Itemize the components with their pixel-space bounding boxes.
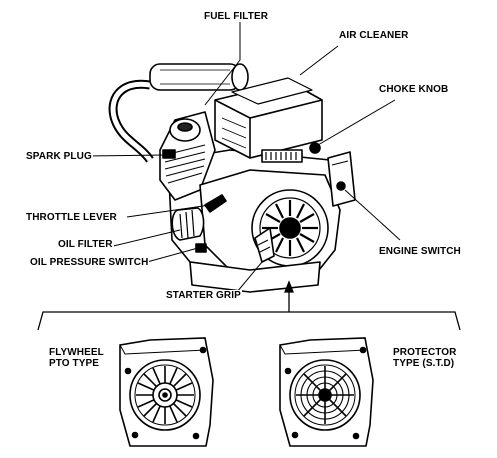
oil-pressure-switch-leader xyxy=(146,247,199,263)
protector-line1: PROTECTOR xyxy=(393,347,457,358)
choke-knob-label: CHOKE KNOB xyxy=(378,84,450,95)
starter-grip-label: STARTER GRIP xyxy=(165,290,242,301)
throttle-lever-leader xyxy=(126,204,211,218)
fuel-filter-label: FUEL FILTER xyxy=(203,11,270,22)
fuel-filter-leader xyxy=(204,22,241,106)
leader-lines xyxy=(84,22,401,293)
type-bracket xyxy=(37,280,461,331)
engine-switch-label: ENGINE SWITCH xyxy=(378,246,462,257)
protector-line2: TYPE (S.T.D) xyxy=(393,358,455,369)
air-cleaner-label: AIR CLEANER xyxy=(338,30,410,41)
oil-filter-leader xyxy=(104,229,181,249)
spark-plug-leader xyxy=(84,154,164,157)
throttle-lever-label: THROTTLE LEVER xyxy=(25,212,118,223)
engine-body xyxy=(108,63,356,293)
oil-filter-label: OIL FILTER xyxy=(57,239,114,250)
protector-type-label: PROTECTOR TYPE (S.T.D) xyxy=(392,347,458,369)
starter-grip-leader xyxy=(236,261,263,293)
flywheel-pto-cover xyxy=(119,337,214,447)
flywheel-pto-line2: PTO TYPE xyxy=(49,358,100,369)
protector-cover xyxy=(279,337,374,447)
engine-switch-leader xyxy=(344,189,401,241)
air-cleaner-leader xyxy=(299,45,339,76)
flywheel-pto-line1: FLYWHEEL xyxy=(49,347,104,358)
choke-knob-leader xyxy=(317,99,396,146)
spark-plug-label: SPARK PLUG xyxy=(25,151,93,162)
flywheel-pto-type-label: FLYWHEEL PTO TYPE xyxy=(48,347,105,369)
oil-pressure-switch-label: OIL PRESSURE SWITCH xyxy=(29,257,150,268)
